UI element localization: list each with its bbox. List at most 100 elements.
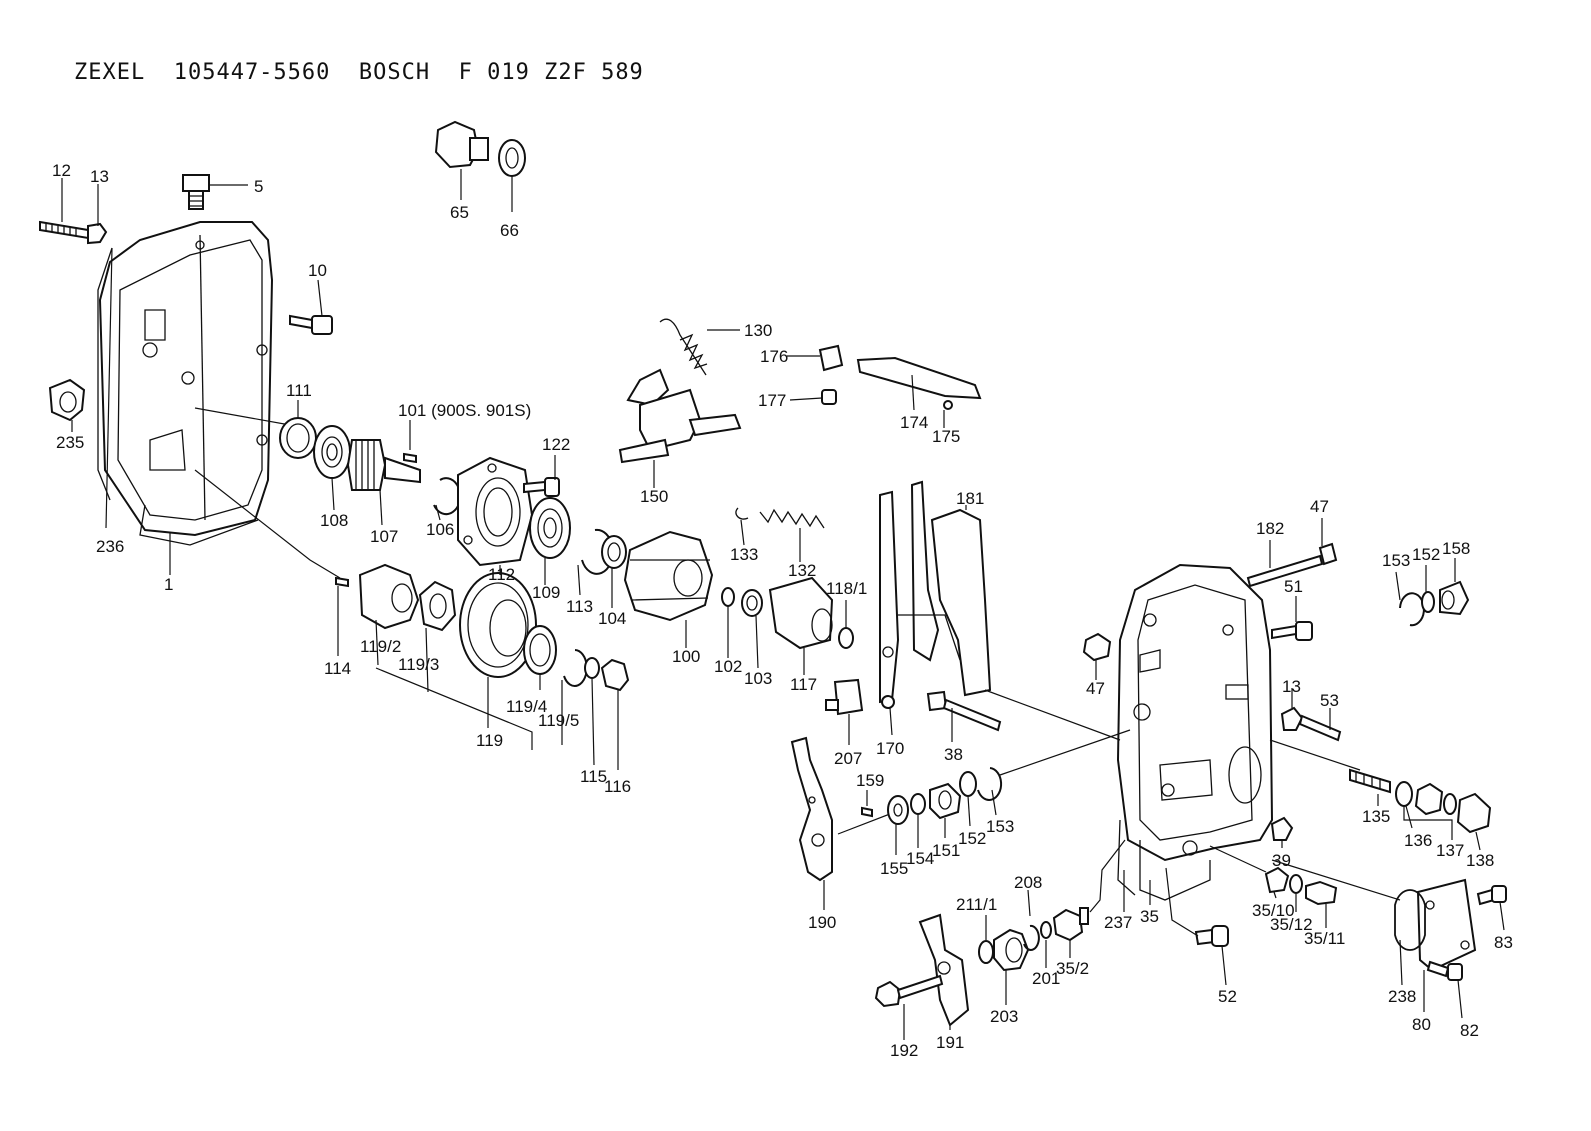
ring-208 [1023,924,1040,951]
label-201: 201 [1032,969,1060,988]
label-176: 176 [760,347,788,366]
gear-119 [459,572,537,678]
spring-130 [659,318,708,376]
plug-158 [1439,580,1470,616]
label-119-5: 119/5 [538,711,579,730]
lever-set [879,480,992,704]
label-5: 5 [254,177,263,196]
flyweight-assembly-100 [623,530,714,622]
washer-118-1 [838,627,854,649]
label-106: 106 [426,520,454,539]
pin-170 [881,695,895,709]
screw-82 [1426,960,1463,981]
label-119-4: 119/4 [506,697,547,716]
circlip-119-5 [563,649,588,687]
label-38: 38 [944,745,963,764]
label-154: 154 [906,849,934,868]
cover-35 [1139,840,1211,901]
label-35: 35 [1140,907,1159,926]
block-207 [825,678,864,716]
lever-assembly-150 [618,368,742,464]
label-132: 132 [788,561,816,580]
ring-104 [601,535,627,569]
label-238: 238 [1388,987,1416,1006]
nut-13 [87,222,108,245]
hub-119-2 [358,563,420,630]
label-133: 133 [730,545,758,564]
lever-190 [790,736,833,882]
label-65: 65 [450,203,469,222]
label-108: 108 [320,511,348,530]
pin-175 [943,400,953,410]
label-35-10: 35/10 [1252,901,1295,920]
label-237: 237 [1104,913,1132,932]
label-66: 66 [500,221,519,240]
ring-153-top [1399,592,1425,627]
label-103: 103 [744,669,772,688]
label-35-2: 35/2 [1056,959,1089,978]
label-137: 137 [1436,841,1464,860]
label-113: 113 [566,597,593,616]
label-119-3: 119/3 [398,655,439,674]
label-170: 170 [876,739,904,758]
bearing-108 [313,425,351,479]
bolt-38 [926,690,1002,732]
label-119: 119 [476,731,503,750]
label-12: 12 [52,161,71,180]
label-83: 83 [1494,933,1513,952]
washer-155 [887,795,909,825]
nut-35-10 [1264,866,1290,894]
label-47-left: 47 [1086,679,1105,698]
clip-235 [48,378,86,422]
bushing-151 [929,782,962,820]
label-13: 13 [90,167,109,186]
label-114: 114 [324,659,351,678]
nut-65 [434,120,489,169]
label-1: 1 [164,575,173,594]
label-101: 101 (900S. 901S) [398,401,531,420]
label-138: 138 [1466,851,1494,870]
label-151: 151 [932,841,960,860]
circlip-106 [433,477,462,516]
key-114 [335,576,349,588]
screw-177 [821,389,837,405]
washer-137b [1443,793,1457,815]
label-181: 181 [956,489,984,508]
label-35-11: 35/11 [1304,929,1345,948]
washer-35-12 [1289,874,1303,894]
label-208: 208 [1014,873,1042,892]
label-152: 152 [958,829,986,848]
label-82: 82 [1460,1021,1479,1040]
label-192: 192 [890,1041,918,1060]
nut-39 [1270,816,1294,841]
nut-137 [1414,782,1444,816]
screw-83 [1476,885,1507,906]
washer-154 [910,793,926,815]
label-191: 191 [936,1033,964,1052]
label-175: 175 [932,427,960,446]
label-190: 190 [808,913,836,932]
label-236: 236 [96,537,124,556]
washer-66 [498,139,526,177]
plate-191 [918,913,970,1027]
bushing-103 [741,589,763,617]
label-203: 203 [990,1007,1018,1026]
nut-116 [600,658,630,692]
label-174: 174 [900,413,928,432]
gasket-237 [1117,819,1136,896]
screw-122 [523,477,560,497]
screw-47-left [1082,632,1112,662]
leader-lines [61,169,1505,1040]
gasket-236 [97,247,113,501]
ring-119-4 [523,625,557,675]
label-117: 117 [790,675,817,694]
label-119-2: 119/2 [360,637,401,656]
label-122: 122 [542,435,570,454]
ring-119-3 [418,580,457,632]
screw-53 [1298,714,1342,742]
nut-35-2 [1052,907,1089,942]
spring-132 [759,508,825,529]
bolt-192 [874,974,944,1008]
washer-102 [721,587,735,607]
ring-111 [279,417,317,459]
